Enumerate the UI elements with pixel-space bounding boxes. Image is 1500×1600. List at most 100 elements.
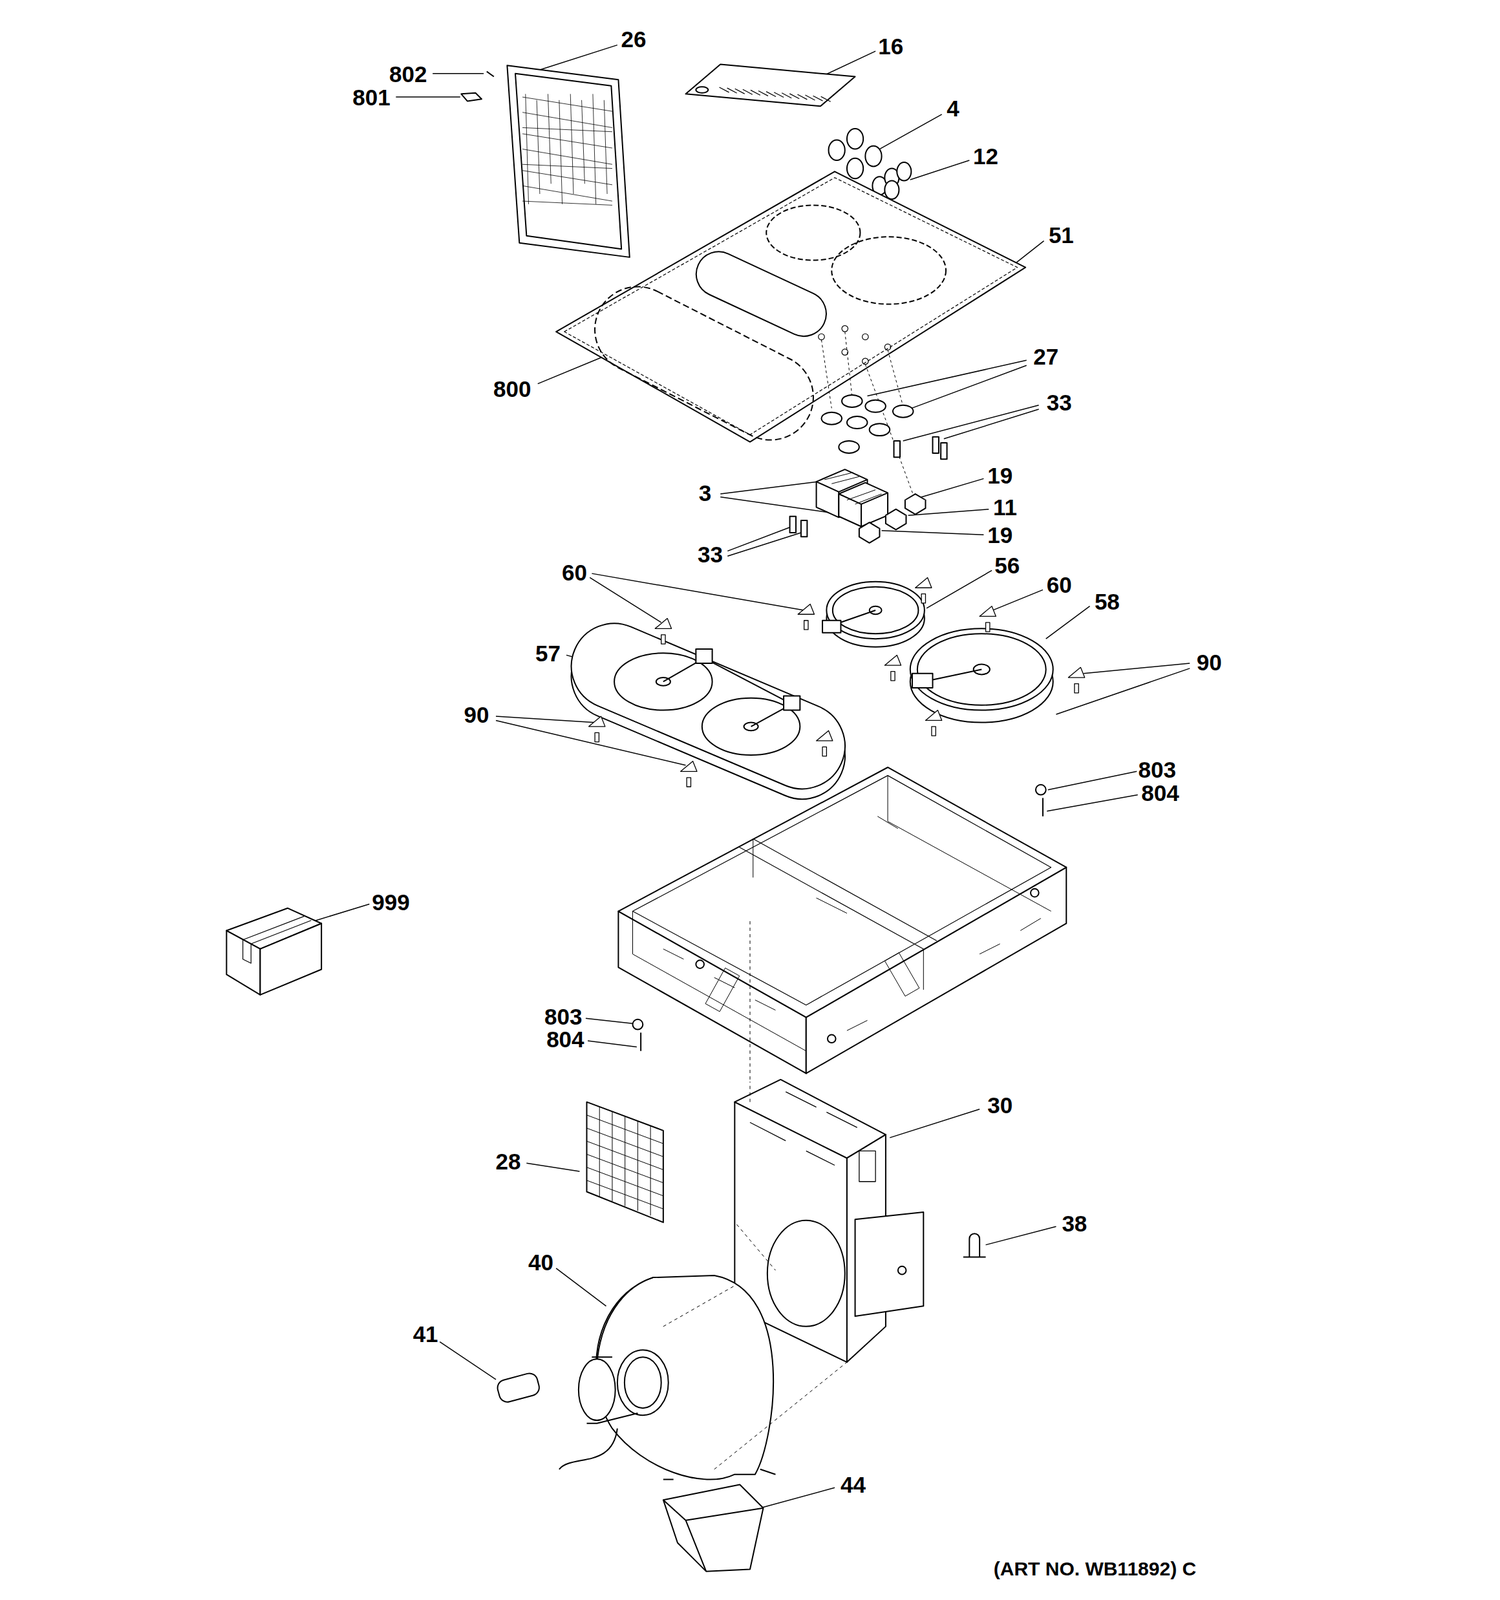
callout-number: 41 xyxy=(413,1322,439,1345)
callout-number: 60 xyxy=(561,561,588,584)
part-outline xyxy=(632,1019,644,1030)
part-outline xyxy=(940,442,947,460)
callout-number: 56 xyxy=(994,554,1020,577)
leader-line xyxy=(556,1268,606,1307)
part-outline xyxy=(821,340,832,409)
part-outline xyxy=(801,520,807,537)
part-outline xyxy=(559,1428,618,1470)
callout-number: 30 xyxy=(987,1093,1013,1117)
part-outline xyxy=(898,1266,907,1275)
part-outline xyxy=(695,649,712,664)
part-outline xyxy=(932,437,939,454)
part-outline xyxy=(910,628,1054,710)
callout-number: 28 xyxy=(495,1150,521,1173)
part-outline xyxy=(859,1150,876,1182)
callout-number: 12 xyxy=(973,144,999,168)
part-outline xyxy=(460,93,482,102)
part-outline xyxy=(766,204,860,260)
callout-number: 4 xyxy=(946,96,959,120)
filter-mesh xyxy=(603,100,608,194)
callout-number: 800 xyxy=(493,377,531,401)
callout-number: 58 xyxy=(1094,589,1120,613)
filter-mesh xyxy=(525,93,529,204)
part-outline xyxy=(1074,684,1079,694)
part-outline xyxy=(923,664,990,683)
callout-number: 999 xyxy=(371,890,410,914)
callout-number: 90 xyxy=(1196,651,1222,674)
part-outline xyxy=(790,437,948,538)
part-outline xyxy=(828,139,846,161)
part-outline xyxy=(515,73,622,249)
filter-mesh xyxy=(570,93,574,194)
leader-line xyxy=(1046,795,1138,812)
part-outline xyxy=(589,577,1085,787)
filter-mesh xyxy=(522,96,613,112)
part-outline xyxy=(884,953,919,997)
callout-number: 44 xyxy=(840,1473,866,1497)
filter-mesh xyxy=(522,149,613,165)
filter-mesh xyxy=(559,100,563,205)
part-outline xyxy=(705,967,740,1012)
callout-number: 802 xyxy=(389,62,427,85)
leader-line xyxy=(881,530,985,535)
callout-number: 11 xyxy=(993,495,1018,519)
part-outline xyxy=(656,677,671,686)
part-outline xyxy=(862,358,869,365)
leader-line xyxy=(720,481,819,494)
part-outline xyxy=(243,916,312,964)
part-outline xyxy=(963,1233,986,1257)
callout-number: 27 xyxy=(1033,344,1059,368)
part-outline xyxy=(925,710,942,721)
part-outline xyxy=(859,493,926,544)
part-outline xyxy=(618,767,1067,1074)
part-outline xyxy=(557,610,858,803)
part-outline xyxy=(884,343,891,350)
part-outline xyxy=(632,775,1052,1006)
callout-number: 803 xyxy=(1138,757,1177,781)
part-outline xyxy=(596,1275,774,1480)
part-outline xyxy=(522,93,613,205)
part-outline xyxy=(865,364,913,496)
grill-grid xyxy=(586,1115,663,1144)
part-outline xyxy=(931,726,936,736)
part-outline xyxy=(305,45,1190,1509)
callout-number: 19 xyxy=(987,464,1013,487)
part-outline xyxy=(841,325,848,332)
part-outline xyxy=(869,423,891,436)
part-outline xyxy=(680,761,697,772)
leader-line xyxy=(540,45,617,70)
part-outline xyxy=(750,1092,876,1182)
part-outline xyxy=(663,1285,847,1470)
grill-grid xyxy=(586,1128,663,1157)
filter-mesh xyxy=(522,133,613,149)
part-outline xyxy=(892,405,914,418)
part-outline xyxy=(846,416,868,429)
mounting-clip xyxy=(797,603,815,630)
part-outline xyxy=(894,440,900,458)
part-outline xyxy=(695,960,705,969)
part-outline xyxy=(834,606,882,625)
leader-line xyxy=(589,577,661,622)
mounting-clip xyxy=(915,577,932,603)
part-outline xyxy=(617,1350,669,1416)
callout-number: 57 xyxy=(535,642,561,665)
part-outline xyxy=(586,1106,663,1216)
callout-number: 33 xyxy=(697,542,723,566)
filter-mesh xyxy=(581,100,586,184)
part-outline xyxy=(736,1081,776,1271)
part-outline xyxy=(1030,889,1040,898)
callout-number: 804 xyxy=(546,1027,584,1050)
part-outline xyxy=(226,931,260,996)
leader-line xyxy=(526,1163,580,1172)
part-outline xyxy=(979,606,996,617)
leader-line xyxy=(879,114,942,150)
part-outline xyxy=(804,620,809,630)
callout-number: 33 xyxy=(1046,390,1072,414)
leader-line xyxy=(727,531,804,557)
part-outline xyxy=(841,395,863,408)
part-outline xyxy=(663,1484,764,1572)
part-outline xyxy=(783,696,800,711)
part-outline xyxy=(226,908,322,996)
part-outline xyxy=(859,528,880,544)
leader-line xyxy=(1083,663,1190,674)
